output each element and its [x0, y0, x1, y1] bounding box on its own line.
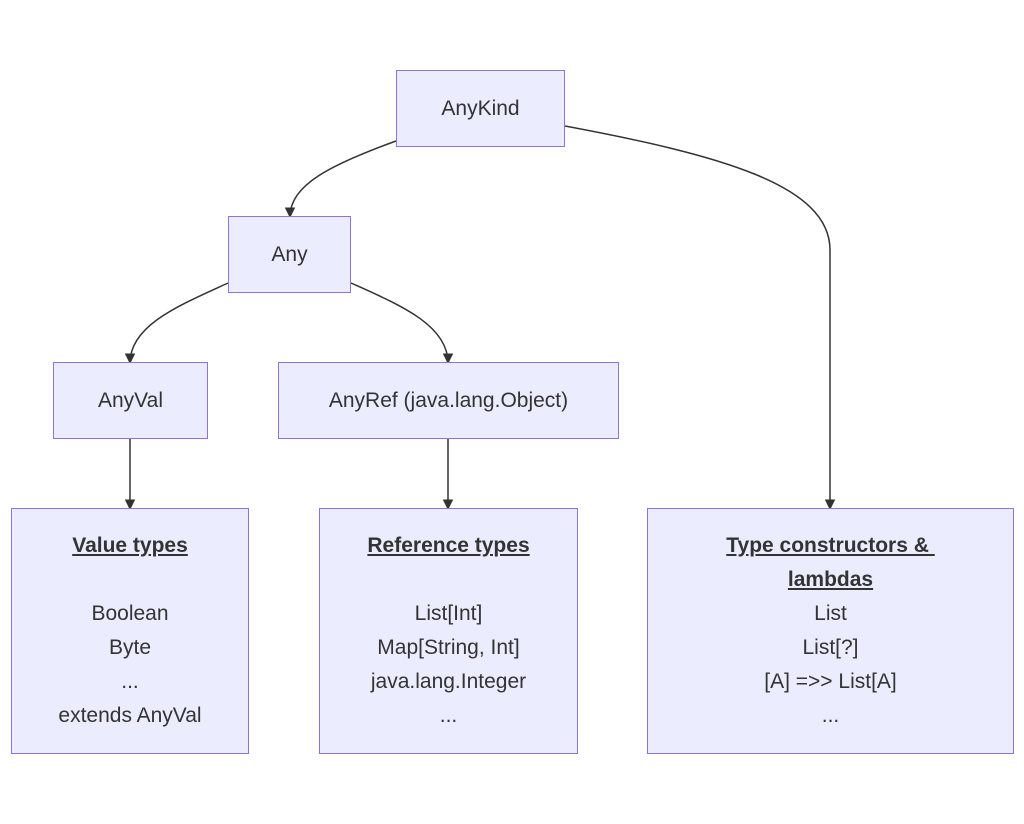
- node-any: Any: [228, 216, 351, 293]
- value-types-item: Boolean: [91, 602, 169, 625]
- type-constructors-item: List[?]: [802, 636, 859, 659]
- type-constructors-heading-line2: lambdas: [787, 568, 874, 591]
- node-anyval-label: AnyVal: [98, 388, 163, 412]
- node-anyref-label: AnyRef (java.lang.Object): [328, 388, 569, 412]
- reference-types-item: List[Int]: [414, 602, 483, 625]
- type-constructors-item: [A] =>> List[A]: [764, 670, 897, 693]
- reference-types-item: Map[String, Int]: [377, 636, 520, 659]
- node-anykind: AnyKind: [396, 70, 565, 147]
- node-any-label: Any: [271, 242, 308, 266]
- type-constructors-heading-line1: Type constructors &: [726, 534, 935, 557]
- edge-any-anyref: [350, 282, 454, 365]
- node-reference-types: Reference types List[Int] Map[String, In…: [319, 508, 578, 754]
- node-type-constructors: Type constructors & lambdas List List[?]…: [647, 508, 1014, 754]
- node-anyref: AnyRef (java.lang.Object): [278, 362, 619, 439]
- edge-anykind-typeconstructors: [564, 125, 836, 511]
- node-value-types: Value types Boolean Byte ... extends Any…: [11, 508, 249, 754]
- value-types-heading: Value types: [72, 534, 188, 557]
- reference-types-item: ...: [439, 704, 458, 727]
- node-anyval: AnyVal: [53, 362, 208, 439]
- value-types-item: Byte: [108, 636, 152, 659]
- node-anykind-label: AnyKind: [441, 96, 520, 120]
- type-constructors-item: ...: [821, 704, 840, 727]
- edge-anykind-any: [284, 140, 397, 219]
- value-types-item: extends AnyVal: [58, 704, 202, 727]
- reference-types-item: java.lang.Integer: [370, 670, 527, 693]
- value-types-item: ...: [121, 670, 139, 693]
- edge-any-anyval: [124, 282, 229, 365]
- type-constructors-item: List: [814, 602, 847, 625]
- reference-types-heading: Reference types: [367, 534, 530, 557]
